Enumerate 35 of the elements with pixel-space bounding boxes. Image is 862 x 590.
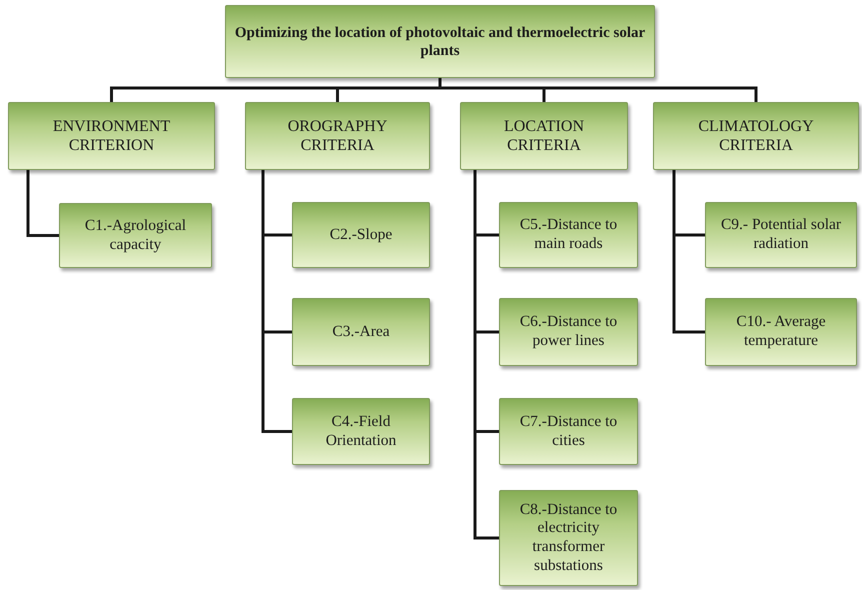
criteria-box — [653, 102, 859, 170]
criterion-label: C1.-Agrological capacity — [84, 216, 188, 254]
criterion-label: C4.-Field Orientation — [324, 412, 398, 450]
criteria-box — [8, 102, 215, 170]
criterion-label: C7.-Distance to cities — [518, 412, 618, 450]
criterion-box — [499, 298, 638, 366]
criterion-label: C2.-Slope — [330, 226, 392, 244]
criterion-label: ENVIRONMENT CRITERION — [52, 116, 172, 156]
criterion-box — [292, 298, 430, 366]
criterion-label: LOCATION CRITERIA — [503, 116, 585, 156]
criterion-box — [499, 490, 638, 586]
criterion-label: C10.- Average temperature — [735, 313, 827, 351]
criteria-box — [245, 102, 430, 170]
criterion-label: CLIMATOLOGY CRITERIA — [697, 116, 815, 156]
criterion-label: C5.-Distance to main roads — [518, 216, 618, 254]
criterion-label: C3.-Area — [332, 322, 390, 342]
connector-line — [262, 170, 292, 433]
criterion-box — [705, 202, 857, 268]
connector-line — [438, 78, 758, 102]
connector-line — [672, 170, 705, 334]
criterion-box — [292, 398, 430, 465]
connector-line — [26, 170, 59, 237]
criterion-box — [705, 298, 857, 366]
connector-line — [474, 170, 499, 540]
criterion-label: C9.- Potential solar radiation — [720, 216, 842, 254]
criterion-label: OROGRAPHY CRITERIA — [286, 116, 388, 156]
criterion-box — [499, 202, 638, 268]
criterion-box — [292, 202, 430, 268]
criteria-box — [460, 102, 628, 170]
criterion-box — [59, 203, 212, 268]
criterion-label: C8.-Distance to electricity transformer substations — [518, 500, 618, 576]
goal-title: Optimizing the location of photovoltaic and thermoelectric solar plants — [234, 24, 646, 60]
criterion-box — [499, 398, 638, 465]
goal-box — [225, 5, 655, 78]
criterion-label: C6.-Distance to power lines — [518, 313, 618, 351]
